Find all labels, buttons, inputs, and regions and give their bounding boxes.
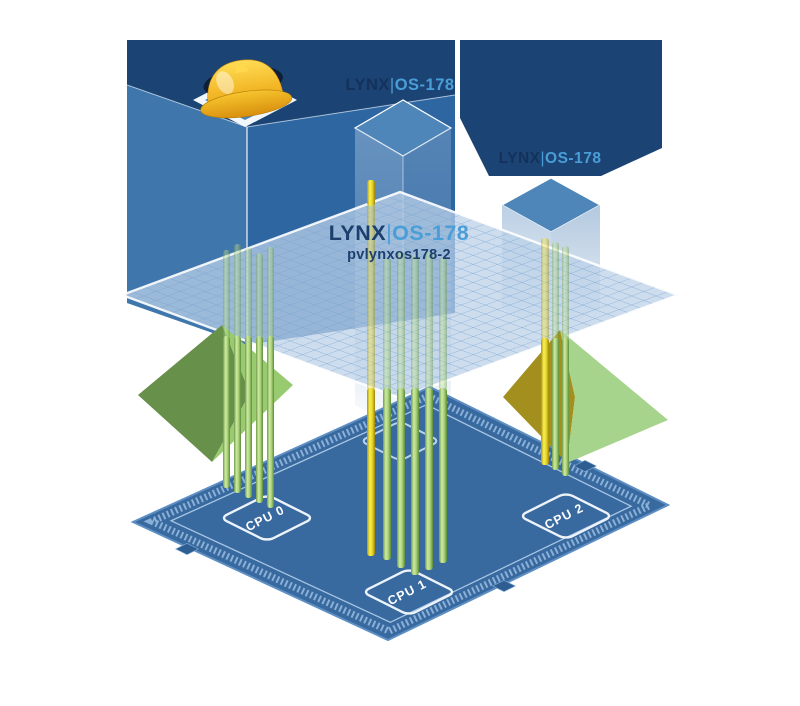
pillar-dim xyxy=(397,252,405,390)
pillar xyxy=(383,388,391,560)
pillar xyxy=(411,388,419,575)
pillar-yellow-dim xyxy=(367,204,375,390)
cpu0-socket xyxy=(220,495,313,542)
pillar xyxy=(562,338,569,476)
pillar xyxy=(425,388,433,570)
cpu1-socket xyxy=(362,569,455,616)
chip-tab xyxy=(491,579,517,593)
hypervisor-instance-label: pvlynxos178-2 xyxy=(347,247,451,263)
pillar xyxy=(267,336,274,508)
pillar-dim xyxy=(562,246,569,340)
pillar-dim xyxy=(245,248,252,338)
pillar-yellow-dim xyxy=(541,238,549,340)
pillar-group-center xyxy=(367,180,447,575)
pillar-dim xyxy=(425,252,433,390)
logo-lynxos-2: LYNX|OS-178 xyxy=(499,150,602,167)
pillar-dim xyxy=(552,242,559,340)
pillar-dim xyxy=(439,258,447,390)
pillar-yellow xyxy=(367,388,375,556)
hard-hat-icon xyxy=(200,59,293,119)
cpu2-socket xyxy=(519,493,612,540)
pillar-dim xyxy=(411,255,419,390)
pillar-yellow xyxy=(367,180,375,206)
pillar xyxy=(223,336,230,488)
dataflow-diamond-left xyxy=(138,325,293,462)
center-socket xyxy=(360,421,439,461)
pillar xyxy=(439,388,447,563)
pillar-group-right xyxy=(541,238,569,476)
pillar-group-left xyxy=(223,244,274,508)
diamond-dark-half xyxy=(138,325,250,462)
diamond-light-half xyxy=(560,330,668,463)
pillar xyxy=(234,336,241,493)
pillar-dim xyxy=(223,250,230,338)
pillar xyxy=(245,336,252,498)
logo-lynxos-1: LYNX|OS-178 xyxy=(345,76,454,94)
chip-border-pattern xyxy=(143,392,658,635)
diamond-light-half xyxy=(212,325,293,462)
pillar-dim xyxy=(234,244,241,338)
pillar xyxy=(256,336,263,503)
chip-tab xyxy=(174,542,200,556)
pillar-yellow xyxy=(541,338,549,465)
chip-tab xyxy=(572,459,598,473)
pillar-dim xyxy=(256,253,263,338)
backdrop-panel-right xyxy=(460,40,662,176)
hypervisor-brand-label: LYNX|OS-178 xyxy=(329,221,470,245)
pillar-dim xyxy=(383,258,391,390)
pillar xyxy=(397,388,405,568)
pillar xyxy=(552,338,559,470)
pillar-dim xyxy=(267,247,274,338)
